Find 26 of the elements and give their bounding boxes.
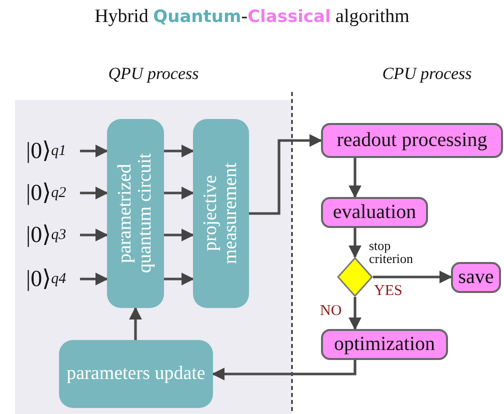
arrow	[80, 144, 108, 158]
process-box: parameters update	[59, 340, 213, 408]
annotation-text: stop criterion	[369, 239, 414, 265]
arrow	[80, 186, 108, 200]
arrow	[80, 228, 108, 242]
arrow	[80, 272, 108, 286]
arrow	[348, 297, 362, 330]
arrow	[164, 186, 194, 200]
process-box: projective measurement	[193, 119, 249, 308]
diagram-title: Hybrid Quantum-Classical algorithm	[94, 6, 410, 28]
arrow	[164, 272, 194, 286]
arrow	[164, 144, 194, 158]
arrow	[129, 306, 142, 340]
section-heading: QPU process	[107, 64, 200, 84]
arrow	[249, 134, 322, 215]
arrow	[348, 228, 362, 258]
process-box: evaluation	[321, 197, 428, 228]
process-box: readout processing	[321, 123, 503, 158]
arrow	[212, 360, 356, 380]
section-heading: CPU process	[381, 64, 473, 84]
arrow	[164, 228, 194, 242]
arrow	[373, 270, 452, 284]
process-box: save	[451, 262, 501, 293]
process-box: optimization	[321, 329, 448, 360]
process-box: parametrized quantum circuit	[107, 119, 164, 308]
arrow	[348, 158, 362, 198]
